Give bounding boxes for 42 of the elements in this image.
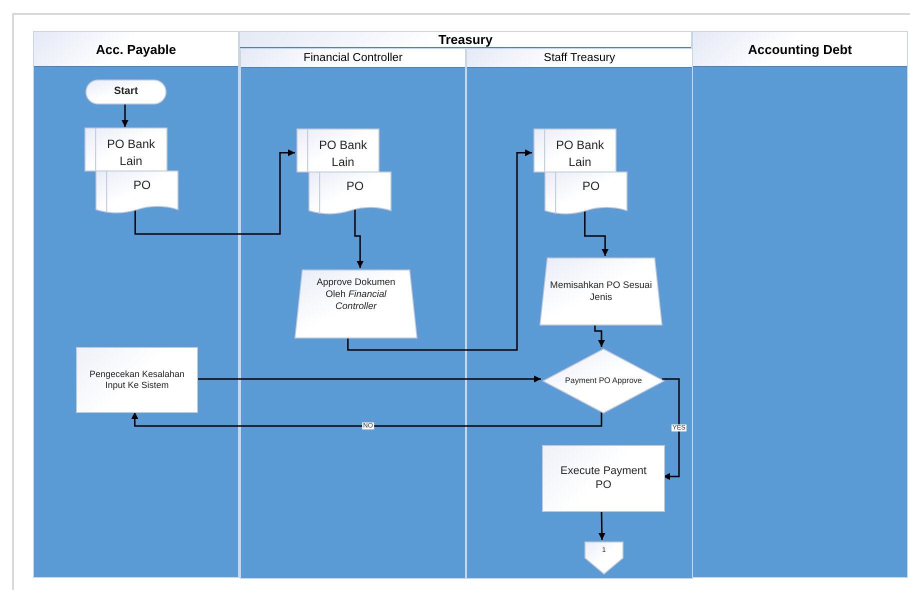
arrow bbox=[347, 149, 532, 351]
arrow bbox=[662, 378, 680, 480]
lane-header: Acc. Payable bbox=[34, 32, 238, 67]
node-label: PO bbox=[581, 178, 600, 195]
lane-header: Staff Treasury bbox=[467, 49, 692, 68]
node-label: PO bbox=[132, 177, 151, 194]
swimlane bbox=[33, 31, 239, 578]
start-terminator bbox=[86, 80, 166, 104]
arrow bbox=[134, 149, 295, 235]
swimlane bbox=[239, 31, 692, 578]
swimlane bbox=[240, 48, 466, 579]
node-label: Start bbox=[113, 85, 139, 99]
node-label: Execute Payment PO bbox=[559, 464, 648, 492]
arrow bbox=[122, 103, 128, 127]
arrow bbox=[354, 210, 364, 268]
process-box bbox=[542, 445, 665, 512]
process-box bbox=[76, 347, 198, 413]
arrow bbox=[131, 411, 602, 427]
lane-header: Financial Controller bbox=[241, 49, 465, 68]
arrow bbox=[197, 376, 541, 382]
document-shape bbox=[297, 129, 379, 172]
document-shape bbox=[85, 128, 167, 171]
manual-operation-shape bbox=[540, 258, 662, 325]
manual-operation-shape bbox=[295, 270, 417, 338]
arrow bbox=[594, 323, 605, 347]
off-page-connector bbox=[585, 542, 623, 574]
decision-diamond bbox=[543, 349, 664, 413]
lane-header: Treasury bbox=[240, 32, 691, 48]
node-label: PO Bank Lain bbox=[106, 136, 156, 170]
node-label: Memisahkan PO Sesuai Jenis bbox=[549, 280, 653, 304]
arrow bbox=[598, 510, 606, 540]
swimlane bbox=[466, 48, 693, 579]
node-label: Payment PO Approve bbox=[564, 376, 643, 386]
node-label: PO Bank Lain bbox=[554, 137, 606, 171]
document-shape bbox=[534, 129, 616, 172]
node-label: PO Bank Lain bbox=[318, 137, 368, 171]
swimlane bbox=[692, 31, 908, 578]
lane-header: Accounting Debt bbox=[693, 32, 907, 67]
node-label: Approve Dokumen Oleh Financial Controller bbox=[316, 276, 396, 313]
node-label: Pengecekan Kesalahan Input Ke Sistem bbox=[88, 368, 186, 392]
arrow bbox=[584, 210, 609, 256]
node-label: PO bbox=[345, 178, 364, 195]
